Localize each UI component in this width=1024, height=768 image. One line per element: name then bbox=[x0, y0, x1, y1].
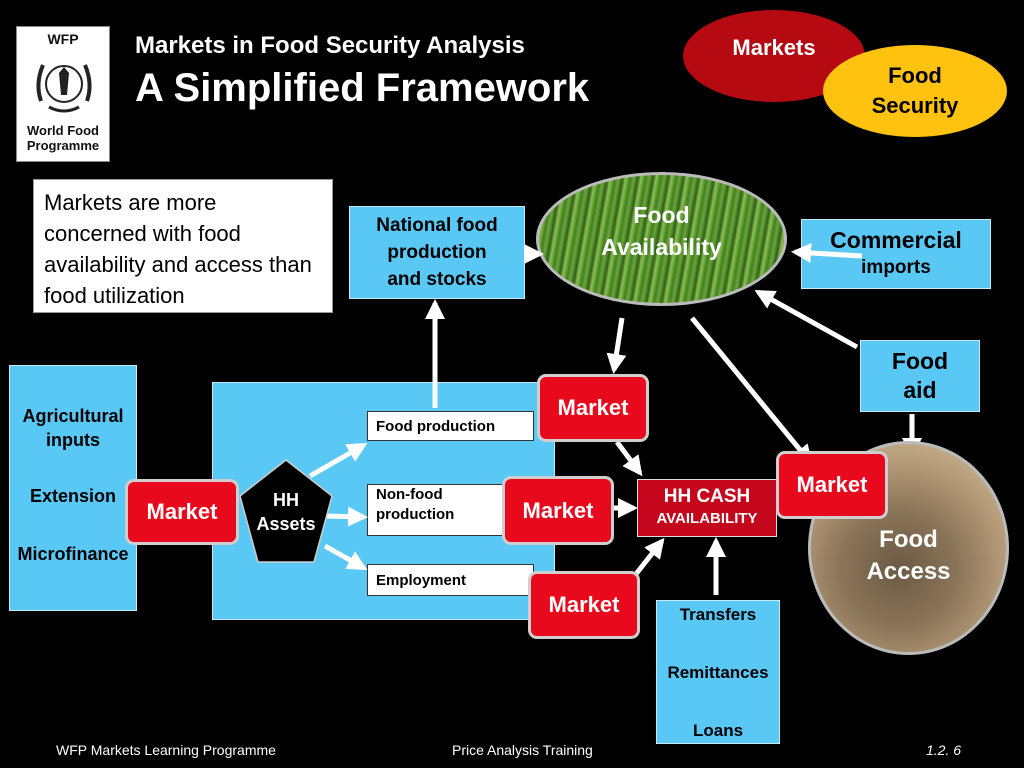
hh-assets-pentagon bbox=[239, 459, 333, 563]
logo-abbr: WFP bbox=[47, 31, 79, 47]
arrow-imports-to-availability bbox=[791, 242, 863, 263]
footer-center: Price Analysis Training bbox=[452, 742, 593, 758]
food-availability-ellipse: Food Availability bbox=[536, 172, 787, 306]
logo-name: World Food Programme bbox=[26, 123, 100, 153]
food-production-box: Food production bbox=[367, 411, 534, 441]
market-button-availability: Market bbox=[537, 374, 649, 442]
arrow-availability-to-access-market bbox=[690, 316, 813, 466]
microfinance-label: Microfinance bbox=[17, 544, 129, 564]
national-food-box: National food production and stocks bbox=[349, 206, 525, 299]
footer-page-number: 1.2. 6 bbox=[926, 742, 962, 758]
market-button-employment: Market bbox=[528, 571, 640, 639]
market-button-nonfood: Market bbox=[502, 476, 614, 545]
arrow-market-to-cash-3 bbox=[634, 537, 665, 576]
hh-cash-box: HH CASH AVAILABILITY bbox=[637, 479, 777, 537]
agricultural-inputs-label: Agricultural inputs bbox=[22, 406, 124, 450]
wreath-icon bbox=[36, 64, 92, 113]
market-button-inputs: Market bbox=[125, 479, 239, 545]
arrow-assets-to-employment bbox=[323, 543, 368, 571]
note-box: Markets are more concerned with food ava… bbox=[33, 179, 333, 313]
footer-left: WFP Markets Learning Programme bbox=[56, 742, 276, 758]
extension-label: Extension bbox=[29, 486, 117, 506]
food-security-badge: Food Security bbox=[823, 45, 1007, 137]
market-button-access: Market bbox=[776, 451, 888, 519]
employment-box: Employment bbox=[367, 564, 534, 596]
arrow-aid-to-availability bbox=[754, 289, 859, 350]
hh-assets-label: HH Assets bbox=[256, 490, 316, 534]
page-subtitle: A Simplified Framework bbox=[135, 66, 590, 110]
remittances-label: Remittances bbox=[667, 663, 769, 682]
arrow-assets-to-food-production bbox=[308, 442, 368, 479]
page-title: Markets in Food Security Analysis bbox=[135, 32, 525, 59]
inputs-panel: Agricultural inputs Extension Microfinan… bbox=[9, 365, 137, 611]
arrow-market-to-cash bbox=[614, 440, 643, 477]
note-text: Markets are more concerned with food ava… bbox=[44, 190, 312, 308]
arrow-availability-to-market bbox=[606, 317, 627, 374]
transfers-panel: Transfers Remittances Loans bbox=[656, 600, 780, 744]
wfp-logo: WFP World Food Programme bbox=[16, 26, 110, 162]
transfers-label: Transfers bbox=[679, 605, 757, 624]
food-aid-box: Food aid bbox=[860, 340, 980, 412]
loans-label: Loans bbox=[692, 721, 744, 740]
arrow-assets-to-nonfood bbox=[324, 506, 368, 527]
